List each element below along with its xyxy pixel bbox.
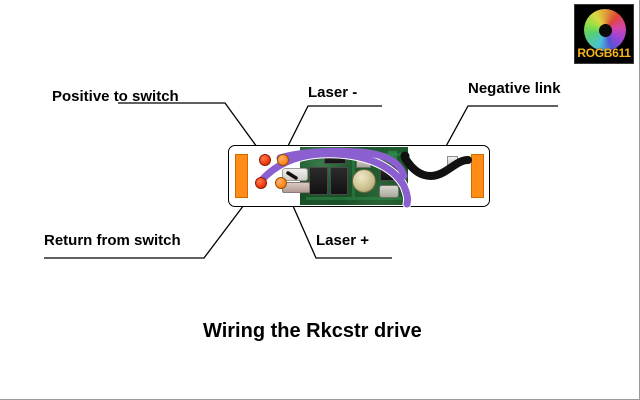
right-end-tab	[471, 154, 484, 198]
label-return-from-switch: Return from switch	[44, 232, 181, 249]
terminal-bottom-left	[255, 177, 267, 189]
label-positive-to-switch: Positive to switch	[52, 88, 179, 105]
left-end-tab	[235, 154, 248, 198]
diagram-title: Wiring the Rkcstr drive	[203, 320, 422, 342]
terminal-bottom-right	[275, 177, 287, 189]
driver-pcb	[300, 147, 408, 205]
wire-ferrule	[447, 156, 458, 167]
terminal-top-left	[259, 154, 271, 166]
color-wheel-hub-icon	[599, 24, 612, 37]
terminal-top-right	[277, 154, 289, 166]
label-negative-link: Negative link	[468, 80, 561, 97]
label-laser-positive: Laser +	[316, 232, 369, 249]
label-laser-negative: Laser -	[308, 84, 358, 101]
rgb-color-wheel-logo: ROGB611	[574, 4, 634, 64]
logo-text: ROGB611	[577, 46, 631, 60]
